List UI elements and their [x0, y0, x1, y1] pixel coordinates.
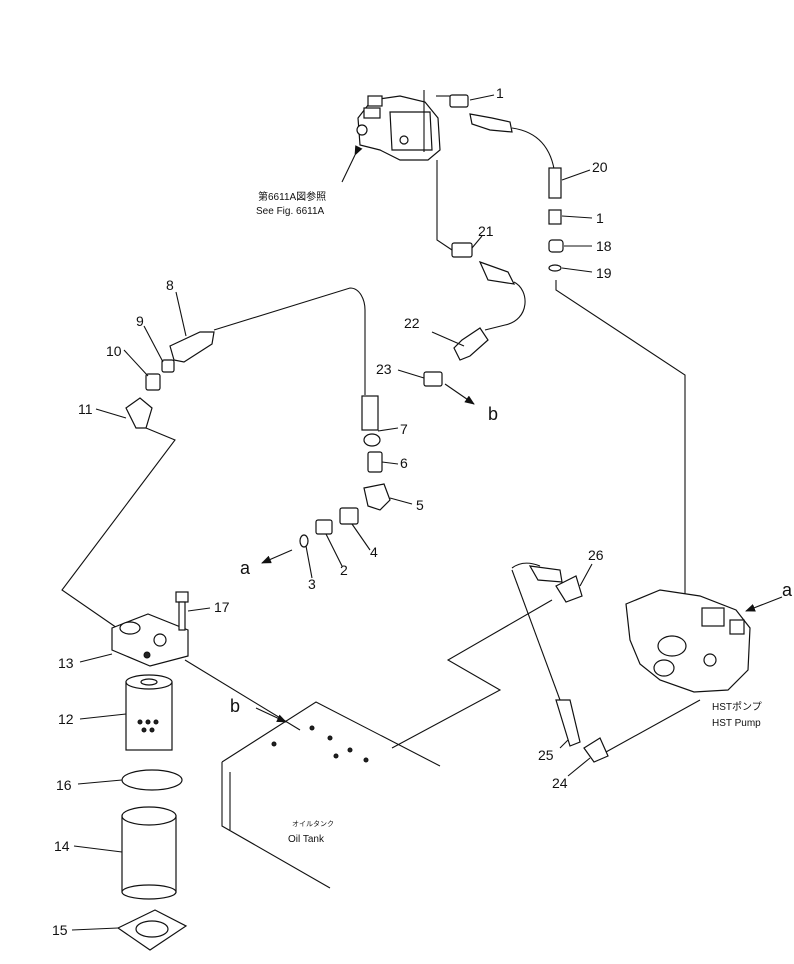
element-12	[125, 674, 173, 751]
hst-pump-label-jp: HSTポンプ	[712, 701, 762, 713]
callout-16: 16	[56, 777, 72, 793]
oil-tank	[221, 701, 441, 889]
ref-a-right: a	[782, 580, 793, 600]
callout-12: 12	[58, 711, 74, 727]
oring-19	[548, 264, 562, 272]
callout-26: 26	[588, 547, 604, 563]
ref-a-left: a	[240, 558, 251, 578]
hose-25-fitting	[555, 699, 581, 747]
callout-24: 24	[552, 775, 568, 791]
ref-b-lower: b	[230, 696, 240, 716]
part-7	[363, 433, 381, 447]
fitting-9	[161, 359, 175, 373]
oil-tank-label-jp: オイルタンク	[292, 819, 334, 828]
callout-5: 5	[416, 497, 424, 513]
callout-1-top: 1	[496, 85, 504, 101]
connector-18	[548, 239, 564, 253]
callout-6: 6	[400, 455, 408, 471]
callout-18: 18	[596, 238, 612, 254]
part-4	[339, 507, 359, 525]
hose-20-fitting	[548, 167, 562, 199]
callout-15: 15	[52, 922, 68, 938]
callout-20: 20	[592, 159, 608, 175]
elbow-5	[363, 483, 391, 511]
hst-pump	[625, 589, 751, 693]
callout-4: 4	[370, 544, 378, 560]
bolt-17	[175, 591, 189, 631]
oring-3	[299, 534, 309, 548]
callout-14: 14	[54, 838, 70, 854]
callout-13: 13	[58, 655, 74, 671]
fitting-10	[145, 373, 161, 391]
control-valve-assembly	[356, 90, 441, 161]
hose-8-fitting	[169, 331, 215, 363]
ref-note-en: See Fig. 6611A	[256, 206, 325, 217]
callout-23: 23	[376, 361, 392, 377]
callout-11: 11	[78, 401, 93, 417]
hose-22-fitting	[453, 327, 489, 361]
hose-end-22-top	[478, 260, 516, 285]
callout-19: 19	[596, 265, 612, 281]
leader-lines	[71, 94, 593, 931]
ref-arrow	[341, 145, 363, 183]
elbow-24	[583, 737, 609, 763]
elbow-26	[555, 575, 583, 603]
hose-end-20-top	[469, 113, 513, 133]
elbow-11	[125, 397, 153, 429]
oring-16	[121, 769, 183, 791]
callout-25: 25	[538, 747, 554, 763]
callout-7: 7	[400, 421, 408, 437]
hose-26-end	[528, 565, 563, 583]
part-2	[315, 519, 333, 535]
ref-b-upper: b	[488, 404, 498, 424]
callout-10: 10	[106, 343, 122, 359]
tee-23	[423, 371, 443, 387]
ref-note-jp: 第6611A図参照	[258, 190, 326, 203]
callout-17: 17	[214, 599, 230, 615]
callout-1-bottom: 1	[596, 210, 604, 226]
filter-head-13	[111, 613, 189, 667]
connector-21	[451, 242, 473, 258]
case-14	[121, 806, 177, 900]
hose-8-lower-fitting	[361, 395, 379, 431]
callout-2: 2	[340, 562, 348, 578]
callout-9: 9	[136, 313, 144, 329]
callout-22: 22	[404, 315, 420, 331]
hst-pump-label-en: HST Pump	[712, 718, 761, 729]
connector-1-top	[449, 94, 469, 108]
part-6	[367, 451, 383, 473]
callout-8: 8	[166, 277, 174, 293]
callout-3: 3	[308, 576, 316, 592]
callout-21: 21	[478, 223, 494, 239]
oil-tank-label-en: Oil Tank	[288, 834, 325, 845]
connector-1-bottom	[548, 209, 562, 225]
